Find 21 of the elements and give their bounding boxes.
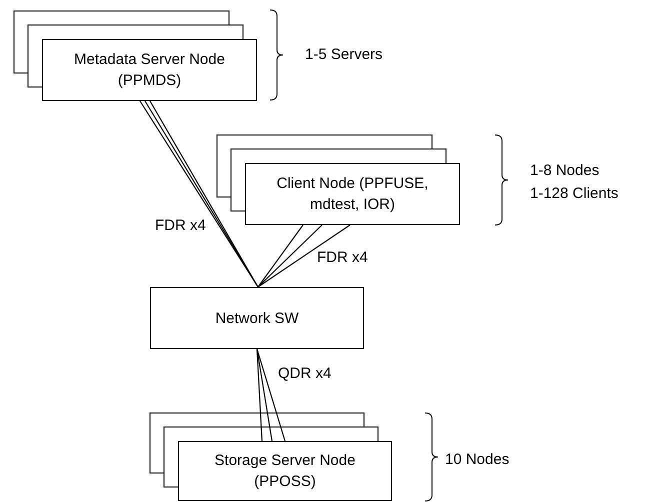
connector-line bbox=[258, 224, 350, 288]
node-label: Storage Server Node (PPOSS) bbox=[214, 451, 356, 492]
node-box bbox=[245, 163, 460, 225]
node-box bbox=[42, 39, 257, 101]
node-box bbox=[178, 441, 392, 501]
node-label: Network SW bbox=[215, 308, 299, 328]
node-label: Metadata Server Node (PPMDS) bbox=[73, 50, 226, 91]
annotation-label: 1-128 Clients bbox=[530, 184, 618, 204]
node-box bbox=[150, 287, 364, 349]
annotation-label: QDR x4 bbox=[278, 364, 332, 384]
annotation-label: FDR x4 bbox=[317, 248, 368, 268]
annotation-label: 10 Nodes bbox=[445, 450, 510, 470]
connector-line bbox=[258, 224, 304, 288]
annotation-label: 1-8 Nodes bbox=[530, 161, 600, 181]
connector-line bbox=[256, 348, 286, 442]
annotation-label: 1-5 Servers bbox=[305, 45, 383, 65]
connector-line bbox=[258, 224, 322, 288]
connector-line bbox=[256, 348, 263, 442]
annotation-label: FDR x4 bbox=[155, 216, 206, 236]
connector-line bbox=[256, 348, 273, 442]
node-label: Client Node (PPFUSE, mdtest, IOR) bbox=[276, 174, 430, 215]
